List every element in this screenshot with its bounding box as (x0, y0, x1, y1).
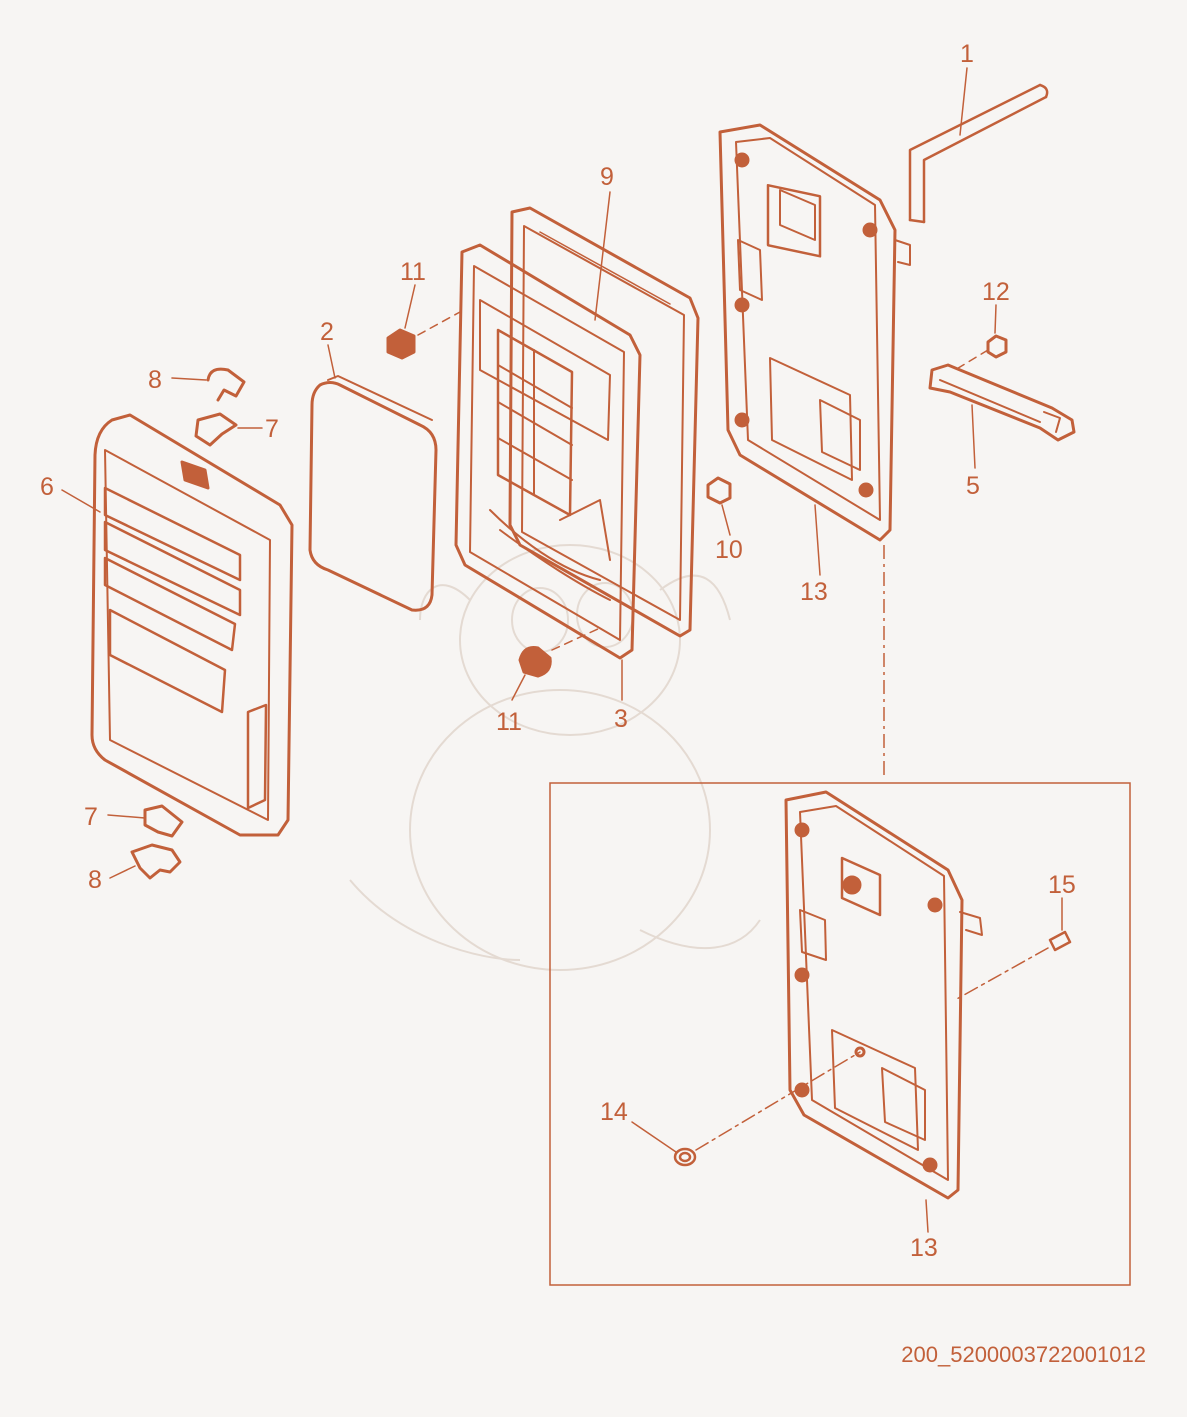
callout-label: 10 (715, 536, 743, 564)
callout-label: 6 (40, 473, 54, 501)
callout-labels: 1 2 3 5 6 7 7 8 8 9 10 11 11 12 13 13 14… (40, 40, 1076, 1262)
callout-label: 13 (910, 1234, 938, 1262)
part-12-nut (954, 304, 1008, 371)
part-13-base-plate-inset (784, 790, 983, 1233)
part-7-clip-upper (194, 412, 263, 447)
callout-label: 15 (1048, 871, 1076, 899)
part-14-plug (631, 1051, 861, 1167)
callout-label: 7 (84, 803, 98, 831)
callout-label: 5 (966, 472, 980, 500)
part-10-grommet (706, 476, 732, 536)
part-8-clip-lower (109, 843, 182, 880)
callout-label: 11 (400, 258, 426, 286)
part-5-bracket (928, 363, 1076, 469)
part-1-tube (908, 67, 1049, 224)
callout-label: 9 (600, 163, 614, 191)
part-11-nut-upper (386, 284, 461, 360)
callout-label: 12 (982, 278, 1010, 306)
callout-label: 2 (320, 318, 334, 346)
callout-label: 8 (88, 866, 102, 894)
part-3-frame (454, 243, 642, 701)
part-11-nut-lower (511, 627, 601, 701)
part-7-clip-lower (107, 804, 184, 838)
callout-label: 3 (614, 705, 628, 733)
part-13-base-plate (718, 123, 911, 576)
callout-label: 13 (800, 578, 828, 606)
part-8-clip-upper (171, 367, 246, 402)
callout-label: 14 (600, 1098, 628, 1126)
callout-label: 7 (265, 415, 279, 443)
part-2-filter-element (308, 344, 438, 612)
inset-detail-box (549, 782, 1131, 1286)
callout-label: 11 (496, 708, 522, 736)
callout-label: 1 (960, 40, 974, 68)
drawing-code: 200_5200003722001012 (901, 1342, 1146, 1367)
callout-label: 8 (148, 366, 162, 394)
part-9-housing (508, 191, 700, 638)
part-15-pin (954, 897, 1072, 1001)
part-6-cover (61, 413, 294, 837)
watermark-mascot (349, 544, 761, 971)
